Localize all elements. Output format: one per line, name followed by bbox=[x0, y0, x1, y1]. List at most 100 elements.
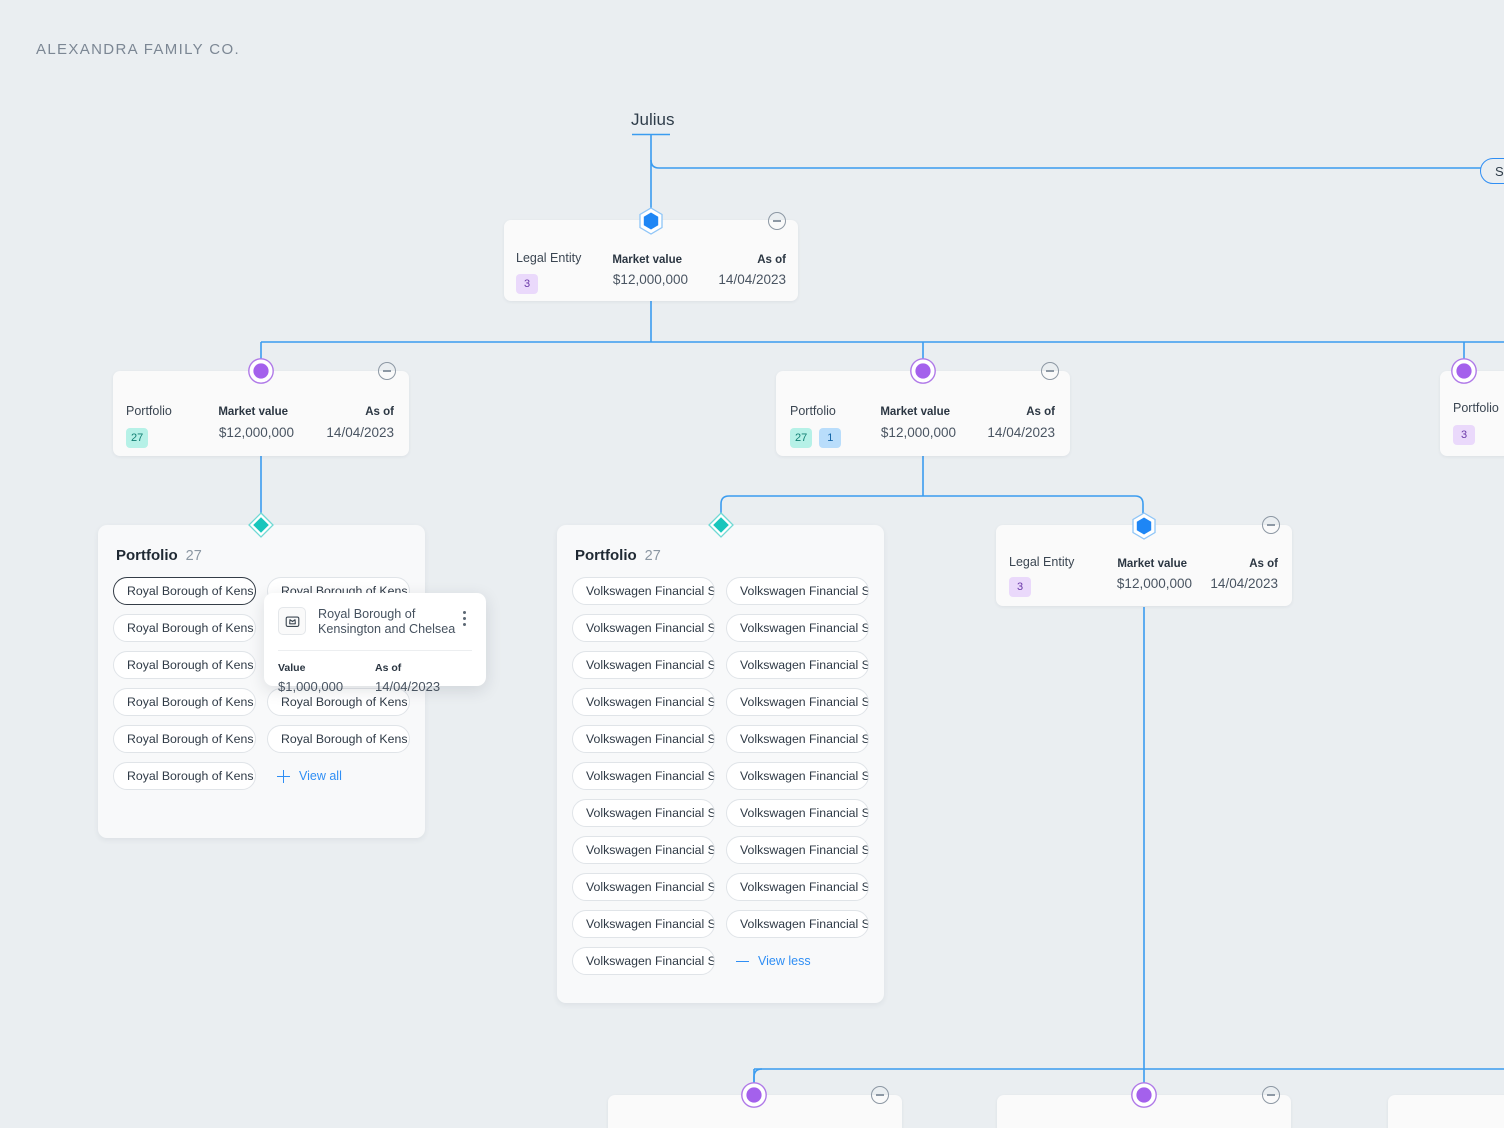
portfolio-item-pill[interactable]: Royal Borough of Kens... bbox=[113, 762, 256, 790]
node-card-bottom-right[interactable] bbox=[1388, 1095, 1504, 1128]
spouse-pill[interactable]: Spouse bbox=[1480, 158, 1504, 184]
more-vertical-icon[interactable] bbox=[456, 607, 472, 626]
portfolio-item-pill[interactable]: Volkswagen Financial S... bbox=[572, 762, 715, 790]
market-value: $12,000,000 bbox=[1116, 576, 1192, 591]
portfolio-item-pill[interactable]: Royal Borough of Kens... bbox=[267, 725, 410, 753]
circle-icon[interactable] bbox=[910, 358, 936, 384]
as-of-label: As of bbox=[365, 406, 394, 418]
node-kind-label: Portfolio bbox=[790, 404, 836, 418]
node-badge[interactable]: 27 bbox=[126, 428, 149, 448]
portfolio-item-pill[interactable]: Volkswagen Financial S... bbox=[726, 910, 869, 938]
portfolio-item-pill[interactable]: Volkswagen Financial S... bbox=[726, 873, 869, 901]
market-value-label: Market value bbox=[218, 406, 288, 418]
circle-icon[interactable] bbox=[1131, 1082, 1157, 1108]
crown-icon bbox=[278, 607, 306, 635]
popover-title: Royal Borough of Kensington and Chelsea bbox=[318, 607, 456, 636]
node-kind-label: Legal Entity bbox=[516, 251, 582, 265]
hexagon-icon[interactable] bbox=[638, 207, 664, 235]
node-card-portfolio-center[interactable]: Portfolio 27 1 Market value As of $12,00… bbox=[776, 371, 1070, 456]
page-title: ALEXANDRA FAMILY CO. bbox=[36, 41, 241, 58]
portfolio-item-pill[interactable]: Royal Borough of Kens... bbox=[267, 688, 410, 716]
portfolio-item-pill[interactable]: Royal Borough of Kens... bbox=[113, 688, 256, 716]
node-badge[interactable]: 3 bbox=[1009, 577, 1031, 597]
market-value: $12,000,000 bbox=[880, 425, 956, 440]
portfolio-item-pill[interactable]: Royal Borough of Kens... bbox=[113, 614, 256, 642]
hexagon-icon[interactable] bbox=[1131, 512, 1157, 540]
panel-title: Portfolio 27 bbox=[575, 547, 661, 564]
circle-icon[interactable] bbox=[248, 358, 274, 384]
portfolio-item-pill[interactable]: Royal Borough of Kens... bbox=[113, 651, 256, 679]
node-badge[interactable]: 3 bbox=[1453, 425, 1475, 445]
node-badge[interactable]: 3 bbox=[516, 274, 538, 294]
portfolio-item-grid: Volkswagen Financial S... Volkswagen Fina… bbox=[572, 577, 869, 975]
collapse-toggle-button[interactable] bbox=[378, 362, 396, 380]
portfolio-item-pill[interactable]: Volkswagen Financial S... bbox=[572, 688, 715, 716]
plus-icon bbox=[277, 769, 290, 783]
collapse-toggle-button[interactable] bbox=[1262, 1086, 1280, 1104]
portfolio-item-pill[interactable]: Volkswagen Financial S... bbox=[572, 836, 715, 864]
as-of-value: 14/04/2023 bbox=[326, 425, 394, 440]
node-kind-label: Portfolio bbox=[126, 404, 172, 418]
view-less-link[interactable]: View less bbox=[726, 947, 869, 975]
node-badge[interactable]: 27 bbox=[790, 428, 813, 448]
portfolio-item-pill[interactable]: Volkswagen Financial S... bbox=[726, 688, 869, 716]
portfolio-item-pill[interactable]: Volkswagen Financial S... bbox=[572, 614, 715, 642]
popover-value-label: Value bbox=[278, 662, 306, 674]
portfolio-item-pill[interactable]: Volkswagen Financial S... bbox=[726, 836, 869, 864]
market-value-label: Market value bbox=[612, 254, 682, 266]
portfolio-item-pill[interactable]: Volkswagen Financial S... bbox=[572, 799, 715, 827]
node-kind-label: Portfolio bbox=[1453, 401, 1499, 415]
node-card-portfolio-left[interactable]: Portfolio 27 Market value As of $12,000,… bbox=[113, 371, 409, 456]
circle-icon[interactable] bbox=[1451, 358, 1477, 384]
portfolio-item-pill[interactable]: Volkswagen Financial S... bbox=[572, 577, 715, 605]
portfolio-item-pill[interactable]: Royal Borough of Kens... bbox=[113, 577, 256, 605]
as-of-label: As of bbox=[1249, 558, 1278, 570]
node-card-portfolio-right[interactable]: Portfolio 3 bbox=[1440, 371, 1504, 456]
circle-icon[interactable] bbox=[741, 1082, 767, 1108]
collapse-toggle-button[interactable] bbox=[768, 212, 786, 230]
portfolio-item-pill[interactable]: Royal Borough of Kens... bbox=[113, 725, 256, 753]
portfolio-item-pill[interactable]: Volkswagen Financial S... bbox=[572, 651, 715, 679]
collapse-toggle-button[interactable] bbox=[871, 1086, 889, 1104]
as-of-value: 14/04/2023 bbox=[1210, 576, 1278, 591]
as-of-label: As of bbox=[1026, 406, 1055, 418]
popover-asof-label: As of bbox=[375, 662, 402, 674]
popover-asof-value: 14/04/2023 bbox=[375, 679, 441, 694]
node-kind-label: Legal Entity bbox=[1009, 555, 1075, 569]
panel-title-text: Portfolio bbox=[575, 547, 637, 564]
as-of-label: As of bbox=[757, 254, 786, 266]
portfolio-item-pill[interactable]: Volkswagen Financial S... bbox=[726, 799, 869, 827]
minus-icon bbox=[736, 955, 749, 968]
market-value-label: Market value bbox=[880, 406, 950, 418]
view-toggle-label: View less bbox=[758, 954, 811, 968]
panel-item-count: 27 bbox=[185, 548, 202, 564]
portfolio-item-pill[interactable]: Volkswagen Financial S... bbox=[726, 614, 869, 642]
diamond-icon[interactable] bbox=[708, 512, 734, 538]
view-all-link[interactable]: View all bbox=[267, 762, 410, 790]
market-value: $12,000,000 bbox=[612, 272, 688, 287]
as-of-value: 14/04/2023 bbox=[718, 272, 786, 287]
popover-divider bbox=[278, 650, 472, 651]
portfolio-item-pill[interactable]: Volkswagen Financial S... bbox=[572, 947, 715, 975]
portfolio-item-pill[interactable]: Volkswagen Financial S... bbox=[572, 873, 715, 901]
popover-value: $1,000,000 bbox=[278, 679, 344, 694]
diamond-icon[interactable] bbox=[248, 512, 274, 538]
node-badge[interactable]: 1 bbox=[819, 428, 842, 448]
collapse-toggle-button[interactable] bbox=[1041, 362, 1059, 380]
portfolio-item-pill[interactable]: Volkswagen Financial S... bbox=[726, 762, 869, 790]
portfolio-item-pill[interactable]: Volkswagen Financial S... bbox=[572, 910, 715, 938]
root-person-label: Julius bbox=[631, 110, 675, 129]
item-detail-popover[interactable]: Royal Borough of Kensington and Chelsea … bbox=[264, 593, 486, 694]
view-toggle-label: View all bbox=[299, 769, 342, 783]
market-value-label: Market value bbox=[1117, 558, 1187, 570]
portfolio-item-pill[interactable]: Volkswagen Financial S... bbox=[726, 577, 869, 605]
panel-title-text: Portfolio bbox=[116, 547, 178, 564]
portfolio-item-pill[interactable]: Volkswagen Financial S... bbox=[726, 651, 869, 679]
portfolio-item-pill[interactable]: Volkswagen Financial S... bbox=[572, 725, 715, 753]
panel-item-count: 27 bbox=[644, 548, 661, 564]
panel-title: Portfolio 27 bbox=[116, 547, 202, 564]
portfolio-item-pill[interactable]: Volkswagen Financial S... bbox=[726, 725, 869, 753]
collapse-toggle-button[interactable] bbox=[1262, 516, 1280, 534]
